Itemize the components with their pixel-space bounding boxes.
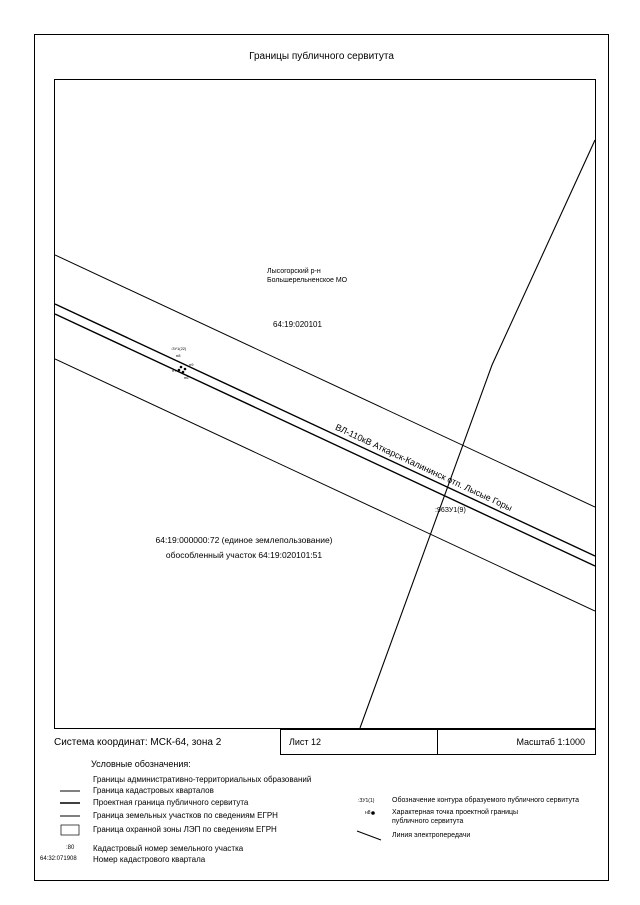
legend-quarter-number-sample: 64:32:071908: [40, 856, 77, 862]
legend-point-text-line2: публичного сервитута: [392, 818, 464, 825]
sheet-cell: Лист 12: [280, 729, 438, 755]
district-label: Лысогорский р-н Большерельненское МО: [267, 267, 347, 285]
sheet-frame: [34, 34, 609, 881]
legend-item-admin-boundaries: Границы административно-территориальных …: [93, 775, 312, 784]
page-title: Границы публичного сервитута: [249, 51, 394, 62]
parcel-point: [177, 368, 181, 372]
land-parcel-label-line1: 64:19:000000:72 (единое землепользование…: [155, 535, 333, 545]
scale-cell: Масштаб 1:1000: [437, 729, 596, 755]
stamp-row: Система координат: МСК-64, зона 2 Лист 1…: [54, 729, 596, 755]
scale-value: Масштаб 1:1000: [516, 737, 585, 747]
legend-item-servitude-boundary: Проектная граница публичного сервитута: [93, 798, 249, 807]
protection-zone-upper-border: [55, 254, 595, 508]
parcel-point-label: н8: [176, 353, 181, 358]
legend-heading: Условные обозначения:: [91, 759, 191, 769]
legend-parcel-number-text: Кадастровый номер земельного участка: [93, 844, 244, 853]
legend-contour-text: Обозначение контура образуемого публично…: [392, 797, 579, 804]
legend-contour-sample: :ЗУ1(1): [358, 798, 375, 804]
legend-powerline-text: Линия электропередачи: [392, 832, 471, 839]
parcel-point-label: н7: [172, 368, 177, 373]
parcel-point: [179, 365, 183, 369]
sheet-number: Лист 12: [289, 737, 322, 747]
legend-point-text: Характерная точка проектной границы публ…: [392, 808, 518, 826]
contour-label: :96ЗУ1(9): [435, 507, 466, 514]
legend-quarter-number-text: Номер кадастрового квартала: [93, 855, 206, 864]
parcel-point: [183, 367, 187, 371]
parcel-point: [181, 370, 185, 374]
legend-point-sample: н8: [365, 810, 371, 816]
legend-item-cadastral-quarters: Граница кадастровых кварталов: [93, 786, 214, 795]
coord-system-text: Система координат: МСК-64, зона 2: [54, 736, 222, 748]
parcel-point-label: н6: [184, 375, 189, 380]
legend-point-text-line1: Характерная точка проектной границы: [392, 809, 519, 816]
district-label-line1: Лысогорский р-н: [267, 268, 321, 275]
protection-zone-lower-border: [55, 358, 595, 612]
title-row: Границы публичного сервитута: [34, 34, 609, 79]
legend: Условные обозначения: Границы администра…: [0, 755, 640, 875]
parcel-cluster-label: :ЗУ1(22): [171, 346, 187, 351]
legend-item-land-parcels: Граница земельных участков по сведениям …: [93, 811, 278, 820]
crossing-boundary-line: [359, 139, 595, 728]
coord-system-cell: Система координат: МСК-64, зона 2: [54, 729, 280, 755]
parcel-point-label: н9: [189, 362, 194, 367]
map-drawing: [55, 139, 595, 728]
legend-symbol-protection-zone: [60, 824, 80, 836]
legend-symbol-powerline: [356, 830, 382, 841]
quarter-number-label: 64:19:020101: [273, 320, 322, 329]
district-label-line2: Большерельненское МО: [267, 277, 348, 284]
legend-item-protection-zone: Граница охранной зоны ЛЭП по сведениям Е…: [93, 825, 277, 834]
legend-parcel-number-sample: :80: [66, 845, 75, 851]
legend-symbols: [60, 790, 382, 841]
legend-symbol-point: [371, 811, 375, 815]
land-parcel-label: 64:19:000000:72 (единое землепользование…: [119, 533, 369, 563]
servitude-boundary-lower: [55, 313, 595, 567]
servitude-boundary-upper: [55, 303, 595, 557]
land-parcel-label-line2: обособленный участок 64:19:020101:51: [165, 550, 323, 560]
map-area: Лысогорский р-н Большерельненское МО 64:…: [54, 79, 596, 729]
